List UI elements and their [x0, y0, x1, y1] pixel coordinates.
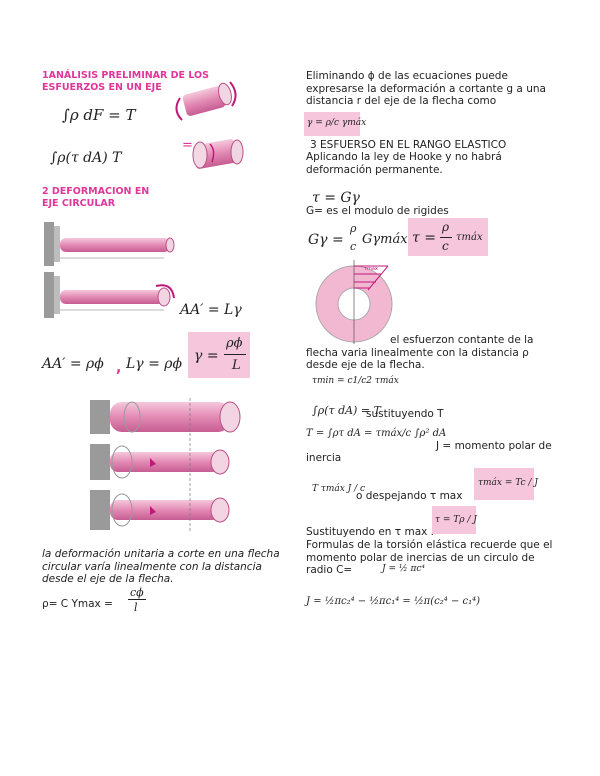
equation-J-solid: J = ½ πc⁴ [382, 564, 426, 574]
equation-T-taumax: T τmáx J / c [312, 484, 366, 494]
equation-AA-Lgamma: AA′ = Lγ [180, 302, 242, 318]
J-definition: J = momento polar de [436, 440, 552, 452]
equation-Lgamma-rhophi: Lγ = ρϕ [126, 356, 183, 372]
shaft-lower [192, 139, 244, 169]
equation-taumin: τmin = c1/c2 τmáx [312, 376, 399, 386]
gamma-denominator: L [232, 358, 241, 373]
equation-integral-tau-right: ∫ρ(τ dA) = T [312, 404, 381, 417]
equation-J-hollow: J = ½πc₂⁴ − ½πc₁⁴ = ½π(c₂⁴ − c₁⁴) [306, 596, 481, 607]
Ggamma-numerator: ρ [350, 222, 357, 235]
gamma-numerator: ρϕ [226, 336, 243, 351]
section-2-title: 2 DEFORMACION EN EJE CIRCULAR [42, 186, 150, 209]
shear-strain-description: la deformación unitaria a corte en una f… [42, 548, 280, 585]
o-despejando: o despejando τ max [356, 490, 463, 502]
inercia: inercia [306, 452, 342, 464]
hollow-shaft-stress-figure: τmáx [315, 260, 393, 344]
gamma-rho-box: γ = ρ/c γmáx [304, 112, 366, 136]
equation-AA-rhophi: AA′ = ρϕ [42, 356, 104, 372]
ymax-denominator: l [134, 601, 138, 614]
equation-integral-tau: ∫ρ(τ dA) T [50, 150, 122, 166]
G-definition: G= es el modulo de rigides [306, 205, 449, 217]
section-3-title: 3 ESFUERSO EN EL RANGO ELASTICO [310, 139, 507, 151]
equation-tau-Ggamma: τ = Gγ [312, 190, 360, 206]
tau-fraction-bar [440, 237, 452, 238]
tau-numerator: ρ [442, 220, 450, 234]
equation-gamma-rho: γ = ρ/c γmáx [307, 118, 367, 128]
shaft-upper [175, 81, 237, 121]
paragraph-eliminating-phi: Eliminando ϕ de las ecuaciones puede exp… [306, 70, 546, 107]
tau-denominator: c [442, 239, 449, 253]
sustituyendo-T: sustituyendo T [366, 408, 444, 420]
stress-linear-paragraph: el esfuerzon contante de la flecha varia… [306, 334, 534, 371]
Ggamma-denominator: c [350, 240, 357, 253]
tau-Trho-box: τ = Tρ / J [432, 506, 477, 534]
stress-arrows [354, 265, 389, 291]
tau-formula-box: τ = ρ c τmáx [408, 218, 488, 256]
torsion-formulas-paragraph: Formulas de la torsión elástica recuerde… [306, 539, 553, 576]
gamma-lhs: γ = [194, 348, 219, 364]
shaft-2 [90, 444, 230, 480]
shaft-3 [90, 490, 230, 530]
fraction-bar [224, 354, 246, 355]
equation-taumax: τmáx = Tc / J [478, 478, 538, 488]
twisted-shafts-figure [90, 398, 241, 532]
rho-equals-c-ymax: ρ= C Ymax = [42, 598, 113, 610]
tau-lhs: τ = [412, 230, 436, 246]
shaft-top [60, 238, 170, 252]
ymax-numerator: cϕ [130, 586, 144, 599]
wall-top [44, 222, 60, 266]
shaft-torque-figure [175, 81, 244, 169]
ymax-fraction-bar [128, 599, 146, 600]
equation-T-integral: T = ∫ρτ dA = τmáx/c ∫ρ² dA [306, 428, 447, 439]
shaft-bottom [60, 290, 164, 304]
shaft-1 [90, 400, 241, 434]
cantilever-shafts-figure [44, 222, 175, 318]
Ggamma-rhs: Gγmáx [362, 232, 408, 247]
equation-integral-dF: ∫ρ dF = T [62, 106, 136, 124]
tau-rhs: τmáx [456, 232, 483, 243]
wall-bottom [44, 272, 60, 318]
gamma-formula-box: γ = ρϕ L [188, 332, 250, 378]
hooke-paragraph: Aplicando la ley de Hooke y no habrá def… [306, 151, 502, 176]
section-1-title: 1ANÁLISIS PRELIMINAR DE LOS ESFUERZOS EN… [42, 70, 209, 93]
taumax-formula-box: τmáx = Tc / J [474, 468, 538, 500]
Ggamma-lhs: Gγ = [308, 232, 344, 248]
comma: , [116, 360, 122, 376]
equals-sign: = [182, 138, 193, 153]
tau-max-label: τmáx [364, 265, 378, 272]
equation-tau-Trho-J: τ = Tρ / J [435, 515, 477, 525]
sustituyendo-tau: Sustituyendo en τ max . [306, 526, 435, 538]
